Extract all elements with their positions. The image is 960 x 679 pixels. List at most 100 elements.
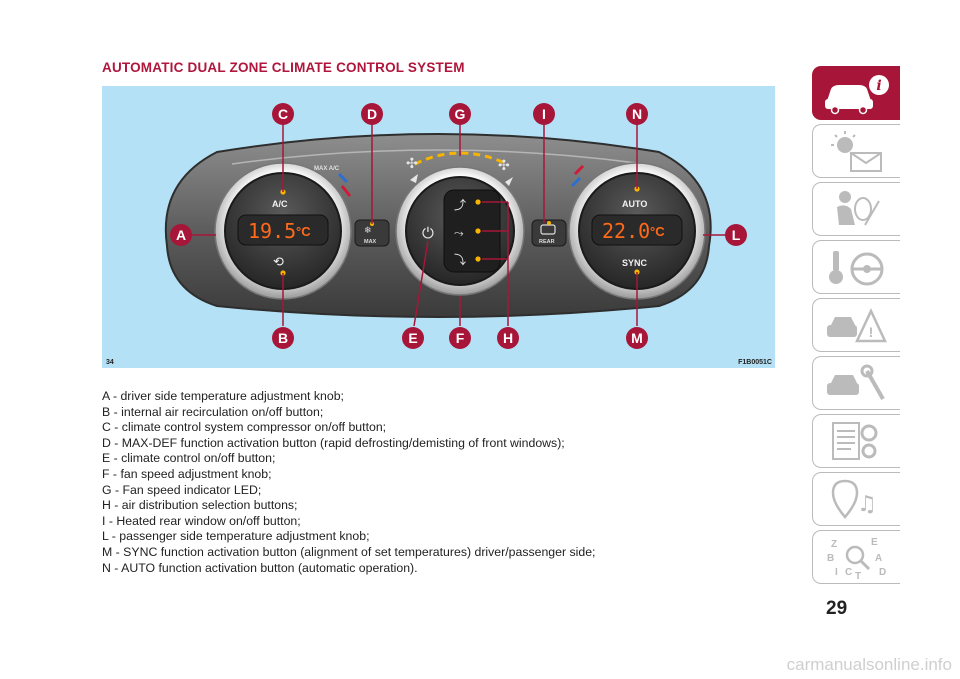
tab-technical-data[interactable] (812, 414, 900, 468)
component-legend: A - driver side temperature adjustment k… (102, 389, 595, 576)
legend-item-b: B - internal air recirculation on/off bu… (102, 404, 324, 419)
legend-item-l: L - passenger side temperature adjustmen… (102, 529, 370, 544)
section-title: AUTOMATIC DUAL ZONE CLIMATE CONTROL SYST… (102, 60, 465, 75)
document-gears-icon (832, 422, 878, 460)
index-letter-a: A (875, 553, 882, 564)
legend-item-f: F - fan speed adjustment knob; (102, 466, 272, 481)
tab-safety[interactable] (812, 182, 900, 236)
panel-highlight (231, 149, 645, 165)
index-letter-z: Z (831, 539, 837, 550)
legend-item-c: C - climate control system compressor on… (102, 420, 387, 435)
rear-led (547, 221, 551, 225)
recirculation-led (280, 270, 286, 276)
watermark: carmanualsonline.info (786, 655, 952, 674)
chapter-tabs: i ! (812, 66, 900, 588)
index-letter-b: B (827, 553, 834, 564)
index-letter-e: E (871, 537, 878, 548)
svg-text:I: I (542, 106, 546, 122)
svg-text:N: N (632, 106, 642, 122)
svg-text:A: A (176, 227, 186, 243)
auto-button[interactable]: AUTO (622, 199, 647, 209)
index-letter-c: C (845, 567, 852, 578)
callout-m: M (626, 327, 648, 349)
svg-text:E: E (408, 330, 417, 346)
legend-item-e: E - climate control on/off button; (102, 451, 276, 466)
face-led (475, 228, 481, 234)
rear-label: REAR (539, 239, 555, 245)
fan-arrow-right (505, 177, 513, 186)
sync-button[interactable]: SYNC (622, 258, 648, 268)
callout-a: A (170, 224, 192, 246)
right-temp-unit: °C (650, 224, 665, 239)
legend-item-n: N - AUTO function activation button (aut… (102, 560, 418, 575)
svg-text:i: i (876, 78, 881, 94)
airbag-passenger-icon (837, 191, 880, 226)
callout-n: N (626, 103, 648, 125)
fan-high-icon: ✣ (498, 158, 510, 174)
tab-emergency[interactable]: ! (812, 298, 900, 352)
svg-text:M: M (631, 330, 643, 346)
callout-c: C (272, 103, 294, 125)
left-temp-unit: °C (296, 224, 311, 239)
windshield-led (475, 199, 481, 205)
ac-button[interactable]: A/C (272, 199, 288, 209)
page-number: 29 (826, 598, 848, 619)
lights-message-icon (831, 131, 882, 172)
figure-code: F1B0051C (738, 359, 772, 366)
fan-speed-led-arc (414, 151, 508, 166)
legend-item-a: A - driver side temperature adjustment k… (102, 389, 344, 403)
svg-text:L: L (732, 227, 741, 243)
tab-starting-driving[interactable] (812, 240, 900, 294)
callout-b: B (272, 327, 294, 349)
svg-text:H: H (503, 330, 513, 346)
callout-leader-lines (192, 124, 726, 327)
legend-item-i: I - Heated rear window on/off button; (102, 513, 301, 528)
index-letter-i: I (835, 567, 838, 578)
left-temperature-display: 19.5 (248, 219, 296, 243)
svg-text:B: B (278, 330, 288, 346)
callout-l: L (725, 224, 747, 246)
tab-index[interactable]: Z E B A I C T D (812, 530, 900, 584)
right-cold-mark (570, 176, 582, 188)
svg-text:F: F (456, 330, 465, 346)
callout-g: G (449, 103, 471, 125)
tab-lights-messages[interactable] (812, 124, 900, 178)
alphabetical-index-icon: Z E B A I C T D (827, 537, 886, 581)
svg-text:C: C (278, 106, 288, 122)
legend-item-m: M - SYNC function activation button (ali… (102, 544, 596, 559)
foot-led (475, 256, 481, 262)
foot-air-icon[interactable]: ⤵ (454, 253, 466, 267)
callout-i: I (533, 103, 555, 125)
left-cold-mark (337, 172, 349, 184)
windshield-air-icon[interactable]: ⤴ (454, 197, 466, 212)
svg-text:♫: ♫ (857, 492, 877, 517)
right-hot-mark (573, 164, 585, 176)
climate-panel-illustration: ✣ ✣ MAX A/C 19.5 °C A/C ⟲ ❄ MAX ⏻ ⤴ ⤳ ⤵ (164, 103, 747, 349)
callout-f: F (449, 327, 471, 349)
max-ac-label: MAX A/C (314, 166, 340, 172)
key-steering-icon (829, 251, 884, 286)
fan-low-icon: ✣ (406, 156, 418, 172)
index-letter-t: T (855, 571, 861, 581)
max-label: MAX (364, 239, 377, 245)
left-display-window (237, 214, 329, 246)
defrost-icon: ❄ (364, 226, 372, 236)
callout-h: H (497, 327, 519, 349)
tab-multimedia[interactable]: ♫ (812, 472, 900, 526)
tab-knowing-your-car[interactable]: i (812, 66, 900, 120)
tab-servicing[interactable] (812, 356, 900, 410)
right-temperature-display: 22.0 (602, 219, 650, 243)
music-navigation-icon: ♫ (831, 479, 877, 519)
recirculation-icon[interactable]: ⟲ (273, 255, 284, 270)
legend-item-g: G - Fan speed indicator LED; (102, 482, 262, 497)
car-maintenance-icon (827, 364, 885, 400)
car-warning-icon: ! (827, 308, 887, 343)
legend-item-d: D - MAX-DEF function activation button (… (102, 435, 565, 450)
sync-led (634, 269, 640, 275)
svg-text:D: D (367, 106, 377, 122)
climate-control-figure: ✣ ✣ MAX A/C 19.5 °C A/C ⟲ ❄ MAX ⏻ ⤴ ⤳ ⤵ (102, 86, 775, 368)
face-air-icon[interactable]: ⤳ (454, 226, 464, 240)
svg-text:!: ! (869, 324, 874, 340)
power-icon[interactable]: ⏻ (422, 224, 434, 242)
car-info-icon: i (825, 75, 889, 115)
